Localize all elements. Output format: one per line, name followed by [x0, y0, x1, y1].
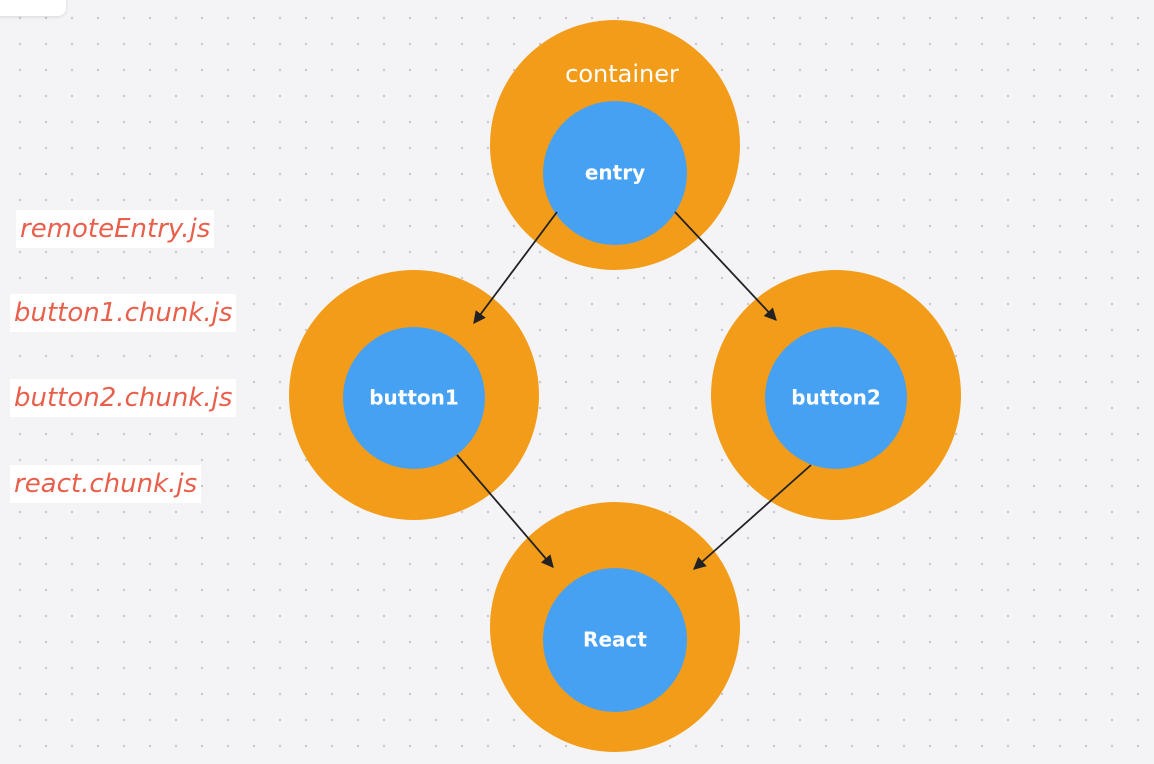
- react-label: React: [583, 628, 647, 652]
- edge-button1-to-react: [456, 454, 554, 568]
- entry-label: entry: [585, 161, 645, 185]
- node-react-group[interactable]: React: [490, 502, 740, 752]
- file-label-button2-chunk: button2.chunk.js: [10, 379, 237, 417]
- button1-inner-circle: [343, 327, 485, 469]
- file-label-remote-entry: remoteEntry.js: [16, 210, 215, 248]
- container-label: container: [565, 60, 679, 88]
- button2-inner-circle: [765, 327, 907, 469]
- edge-button2-to-react: [693, 464, 812, 570]
- file-label-react-chunk: react.chunk.js: [10, 465, 202, 503]
- edge-entry-to-button2: [674, 211, 777, 321]
- node-button1-group[interactable]: button1: [289, 270, 539, 520]
- node-button2-group[interactable]: button2: [711, 270, 961, 520]
- button1-label: button1: [369, 386, 459, 410]
- edge-entry-to-button1: [473, 211, 558, 325]
- react-inner-circle: [543, 568, 687, 712]
- top-tab[interactable]: [0, 0, 66, 16]
- file-label-button1-chunk: button1.chunk.js: [10, 294, 237, 332]
- entry-inner-circle: [543, 101, 687, 245]
- button2-label: button2: [791, 386, 881, 410]
- node-entry-group[interactable]: container entry: [490, 20, 740, 270]
